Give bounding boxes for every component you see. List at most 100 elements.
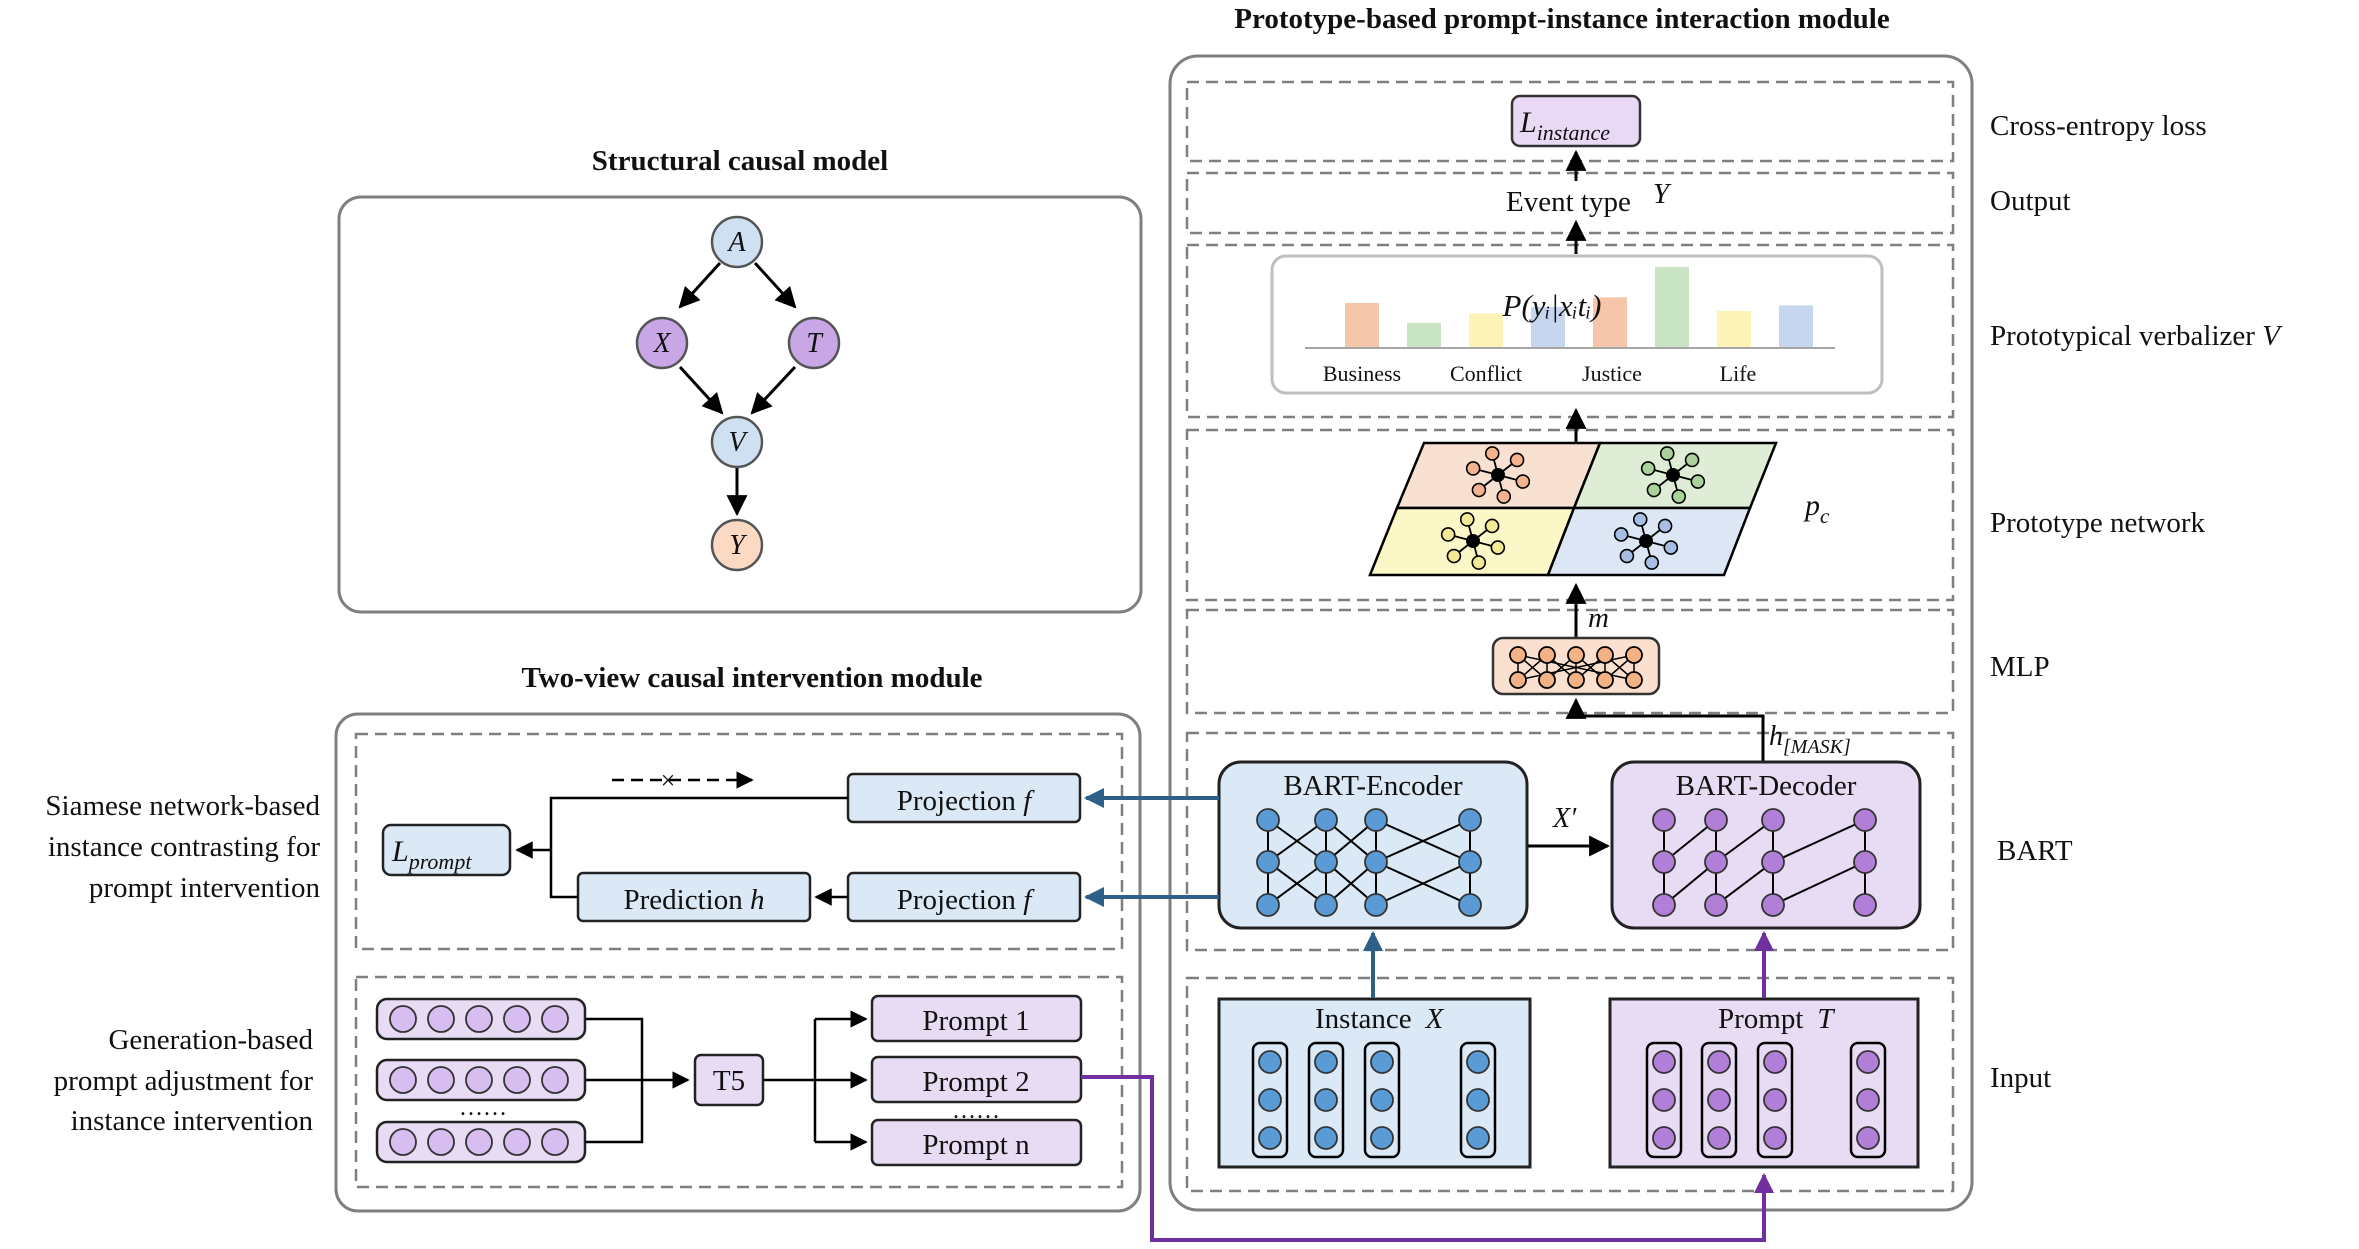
token-column [1459,1041,1497,1159]
scm-label-t: T [806,328,824,359]
net-node [1761,808,1785,832]
net-edge [1715,861,1774,906]
token-column [1700,1041,1738,1159]
token-row-node [389,1066,417,1094]
prototype-center-node [1466,534,1480,548]
token-node [1314,1088,1338,1112]
token-column [1251,1041,1289,1159]
net-node [1853,808,1877,832]
siamese-section [354,732,1124,951]
prompt-loss-label: Lprompt [391,835,472,874]
mlp-node [1625,671,1643,689]
scm-node-x [635,316,689,370]
token-node [1652,1050,1676,1074]
verbalizer-bar [1779,305,1813,347]
prototype-instance-node [1659,446,1675,461]
net-node [1364,893,1388,917]
stop-gradient-mark: × [661,766,676,795]
token-node [1258,1088,1282,1112]
label-output: Output [1990,185,2071,217]
net-edge [1772,861,1866,906]
mlp-node [1596,671,1614,689]
prototype-instance-node [1515,474,1531,489]
prototype-instance-node [1671,489,1687,504]
token-node [1856,1126,1880,1150]
mlp-node [1538,646,1556,664]
prototype-instance-node [1632,512,1648,527]
token-node [1707,1050,1731,1074]
prototype-instance-node [1619,548,1635,564]
scm-label-v: V [728,427,748,458]
token-row-node [541,1128,569,1156]
net-edge [1267,819,1327,863]
prototype-instance-node [1613,527,1629,542]
net-node [1458,893,1482,917]
net-edge [1375,861,1471,906]
verbalizer-bar [1407,323,1441,347]
token-column [1307,1041,1345,1159]
token-row-node [465,1005,493,1033]
label-cross-entropy-loss: Cross-entropy loss [1990,110,2207,142]
verbalizer-bar [1345,303,1379,347]
mlp-node [1596,646,1614,664]
token-node [1314,1050,1338,1074]
token-node [1707,1126,1731,1150]
projection-bottom-label: Projection f [897,884,1035,916]
verbalizer-bar [1717,311,1751,347]
hmask-connector [1565,697,1765,762]
label-bart: BART [1997,835,2073,867]
token-column [1645,1041,1683,1159]
token-node [1763,1050,1787,1074]
prototype-center-node [1639,534,1653,548]
verbalizer-bars [1345,267,1813,347]
prompt-token-rows [375,997,587,1164]
token-row-node [465,1128,493,1156]
token-column [1849,1041,1887,1159]
prototype-instance-node [1484,518,1500,534]
verbalizer-bar [1655,267,1689,347]
prompt-1-label: Prompt 1 [922,1005,1029,1037]
token-row-node [427,1128,455,1156]
token-node [1856,1088,1880,1112]
two-view-title: Two-view causal intervention module [521,662,982,694]
siamese-label-line2: instance contrasting for [48,831,321,863]
prototype-instance-node [1465,461,1481,476]
net-node [1704,893,1728,917]
net-node [1853,850,1877,874]
prototype-module-panel [1168,54,1974,1212]
prototype-center-node [1491,468,1505,482]
prototype-instance-node [1657,518,1673,534]
scm-title: Structural causal model [592,145,888,177]
instance-loss-box [1510,94,1642,148]
net-node [1853,893,1877,917]
mlp-node [1625,646,1643,664]
net-node [1652,893,1676,917]
mlp-node [1509,646,1527,664]
instance-loss-label: Linstance [1519,106,1610,145]
verbalizer-bar [1469,313,1503,347]
token-row-node [427,1005,455,1033]
token-row-node [541,1005,569,1033]
verbalizer-category-label: Justice [1582,361,1642,386]
scm-panel [337,195,1143,614]
verbalizer-formula: P(yᵢ|xᵢtᵢ) [1502,288,1602,323]
scm-node-y [710,518,764,572]
token-node [1370,1088,1394,1112]
bart-decoder-label: BART-Decoder [1676,770,1857,802]
label-mlp: MLP [1990,651,2050,683]
verbalizer-bar [1593,297,1627,347]
verbalizer-category-label: Business [1323,361,1401,386]
mlp-edge [1517,654,1635,681]
two-view-panel [334,712,1142,1213]
net-node [1364,850,1388,874]
generation-label-line1: Generation-based [108,1024,313,1056]
mlp-node [1538,671,1556,689]
generation-section [354,975,1124,1189]
prototype-module-title: Prototype-based prompt-instance interact… [1234,3,1890,35]
net-edge [1267,861,1327,906]
net-node [1458,808,1482,832]
scm-node-t [787,316,841,370]
token-row-node [465,1066,493,1094]
